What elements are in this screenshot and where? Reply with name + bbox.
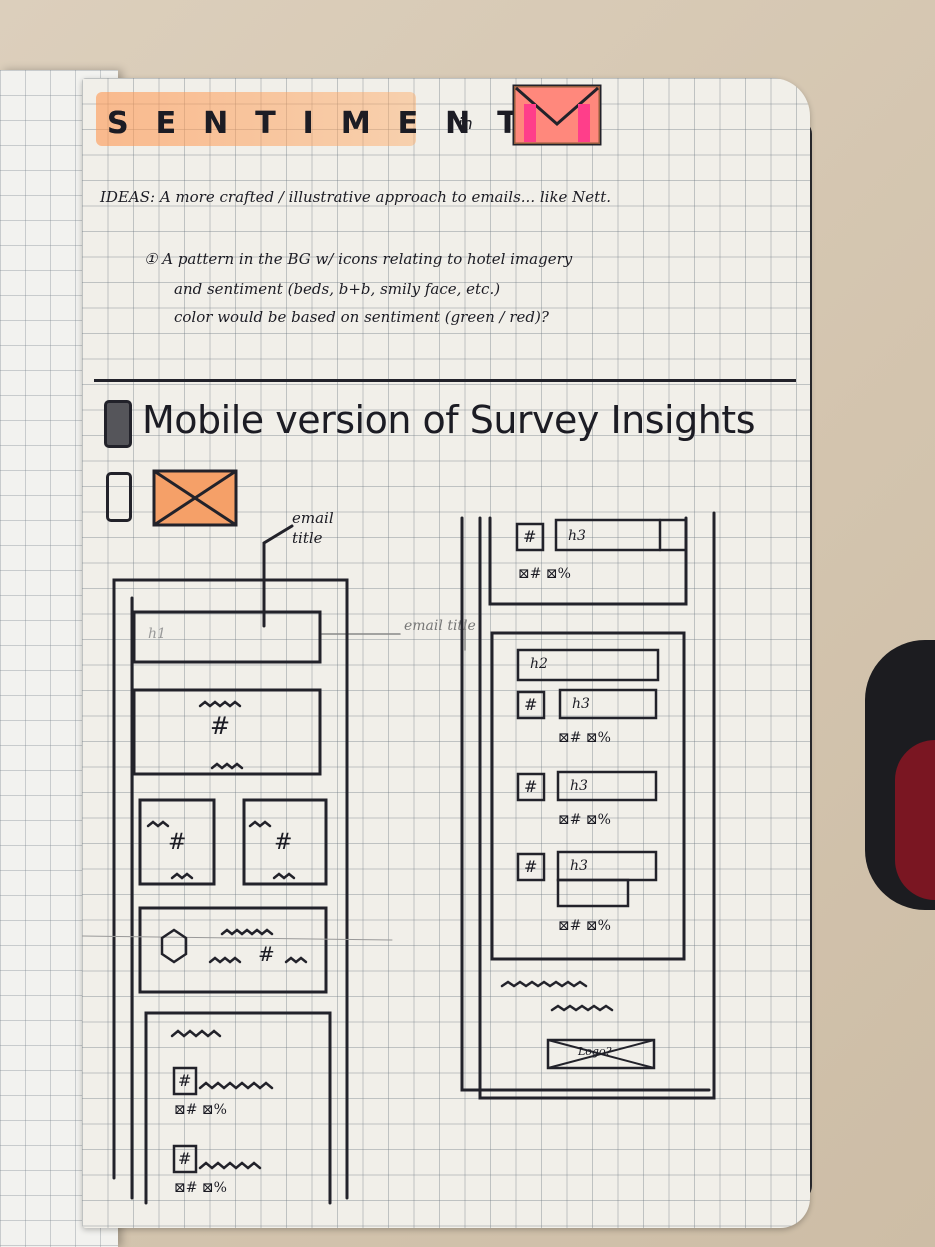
- idea-1-line-1: ① A pattern in the BG w/ icons relating …: [144, 250, 573, 268]
- title-highlight: [96, 92, 416, 146]
- h1-label: h1: [148, 626, 166, 642]
- list-hash-2: #: [178, 1149, 192, 1168]
- section-divider: [94, 379, 796, 382]
- middle-card-h2: h2: [530, 656, 548, 672]
- idea-1-line-3: color would be based on sentiment (green…: [174, 308, 549, 326]
- top-card-hash: #: [523, 527, 537, 546]
- notebook-page: SENTIMENT in IDEAS: A more crafted / ill…: [82, 78, 810, 1228]
- big-stat-hash: #: [210, 712, 231, 740]
- desk-object-red: [895, 740, 935, 900]
- top-card-h3: h3: [568, 528, 586, 544]
- top-card-stat: ⊠# ⊠%: [518, 566, 571, 582]
- email-envelope-icon: [152, 469, 238, 527]
- small-stat-hash-1: #: [168, 830, 187, 855]
- ideas-line: IDEAS: A more crafted / illustrative app…: [100, 188, 612, 206]
- row-2-hash: #: [524, 777, 538, 796]
- small-stat-hash-2: #: [274, 830, 293, 855]
- idea-1-line-2: and sentiment (beds, b+b, smily face, et…: [174, 280, 501, 298]
- wireframe-drawing: [82, 511, 716, 1205]
- list-stat-2: ⊠# ⊠%: [174, 1180, 227, 1196]
- title-connector: in: [458, 114, 473, 133]
- row-2-h3: h3: [570, 778, 588, 794]
- row-3-stat: ⊠# ⊠%: [558, 918, 611, 934]
- row-3-hash: #: [524, 857, 538, 876]
- section-heading: Mobile version of Survey Insights: [142, 398, 756, 442]
- row-1-stat: ⊠# ⊠%: [558, 730, 611, 746]
- mobile-phone-outline-icon: [106, 472, 132, 522]
- mobile-phone-icon: [104, 400, 132, 448]
- row-2-stat: ⊠# ⊠%: [558, 812, 611, 828]
- logo-placeholder-label: Logo?: [578, 1045, 612, 1058]
- gmail-logo-icon: [512, 84, 602, 146]
- alert-stat-hash: #: [258, 942, 275, 966]
- list-hash-1: #: [178, 1071, 192, 1090]
- list-stat-1: ⊠# ⊠%: [174, 1102, 227, 1118]
- row-3-h3: h3: [570, 858, 588, 874]
- page-title: SENTIMENT: [107, 106, 545, 141]
- row-1-h3: h3: [572, 696, 590, 712]
- email-title-annotation-faint: email title: [404, 618, 476, 634]
- email-title-annotation: email title: [292, 509, 334, 547]
- row-1-hash: #: [524, 695, 538, 714]
